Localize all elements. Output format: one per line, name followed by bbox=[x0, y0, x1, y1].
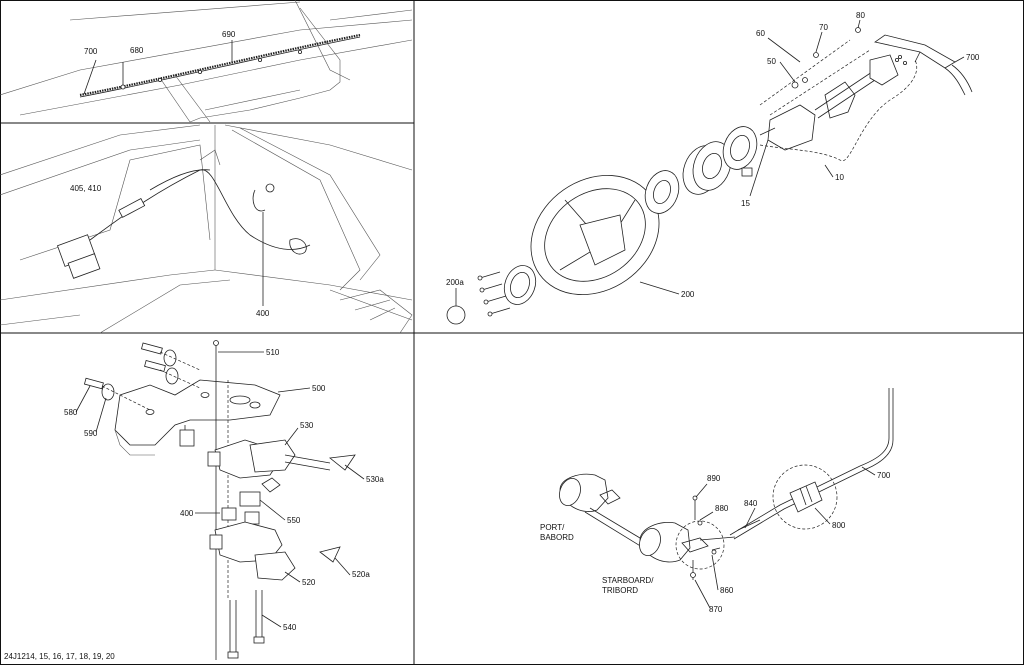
label-p1-700: 700 bbox=[84, 47, 98, 56]
label-p3-580: 580 bbox=[64, 408, 78, 417]
label-p4-200: 200 bbox=[681, 290, 695, 299]
leader-lines-p3 bbox=[75, 351, 365, 628]
label-p4-60: 60 bbox=[756, 29, 765, 38]
label-p4-700: 700 bbox=[966, 53, 980, 62]
label-p4-10: 10 bbox=[835, 173, 844, 182]
label-p3-550: 550 bbox=[287, 516, 301, 525]
label-p3-400: 400 bbox=[180, 509, 194, 518]
label-p1-680: 680 bbox=[130, 46, 144, 55]
callout-port: PORT/BABORD bbox=[540, 523, 574, 542]
panel-port-starboard-cable bbox=[559, 388, 894, 580]
label-p1-690: 690 bbox=[222, 30, 236, 39]
panel-cable-routing-top bbox=[0, 0, 413, 123]
label-p4-15: 15 bbox=[741, 199, 750, 208]
label-p3-590: 590 bbox=[84, 429, 98, 438]
label-p3-530: 530 bbox=[300, 421, 314, 430]
label-p6-870: 870 bbox=[709, 605, 723, 614]
label-p6-700: 700 bbox=[877, 471, 891, 480]
leader-lines-p6 bbox=[694, 466, 876, 609]
panel-steering-wheel bbox=[446, 27, 973, 325]
label-p4-50: 50 bbox=[767, 57, 776, 66]
callout-starboard: STARBOARD/TRIBORD bbox=[602, 576, 654, 595]
figure-reference-id: 24J1214, 15, 16, 17, 18, 19, 20 bbox=[4, 652, 115, 661]
leader-lines-p4 bbox=[455, 19, 965, 306]
label-p6-890: 890 bbox=[707, 474, 721, 483]
label-p2-400: 400 bbox=[256, 309, 270, 318]
panel-steering-bracket bbox=[83, 340, 356, 660]
label-p3-520a: 520a bbox=[352, 570, 370, 579]
label-p2-405-410: 405, 410 bbox=[70, 184, 102, 193]
label-p3-510: 510 bbox=[266, 348, 280, 357]
label-p6-840: 840 bbox=[744, 499, 758, 508]
label-p3-520: 520 bbox=[302, 578, 316, 587]
label-port: PORT/BABORD bbox=[540, 523, 574, 542]
label-p4-70: 70 bbox=[819, 23, 828, 32]
label-p6-800: 800 bbox=[832, 521, 846, 530]
label-p4-200a: 200a bbox=[446, 278, 464, 287]
label-p4-80: 80 bbox=[856, 11, 865, 20]
label-p3-500: 500 bbox=[312, 384, 326, 393]
label-p3-540: 540 bbox=[283, 623, 297, 632]
label-p3-530a: 530a bbox=[366, 475, 384, 484]
label-p6-860: 860 bbox=[720, 586, 734, 595]
panel-hull-interior bbox=[0, 124, 413, 334]
label-starboard: STARBOARD/TRIBORD bbox=[602, 576, 654, 595]
label-p6-880: 880 bbox=[715, 504, 729, 513]
